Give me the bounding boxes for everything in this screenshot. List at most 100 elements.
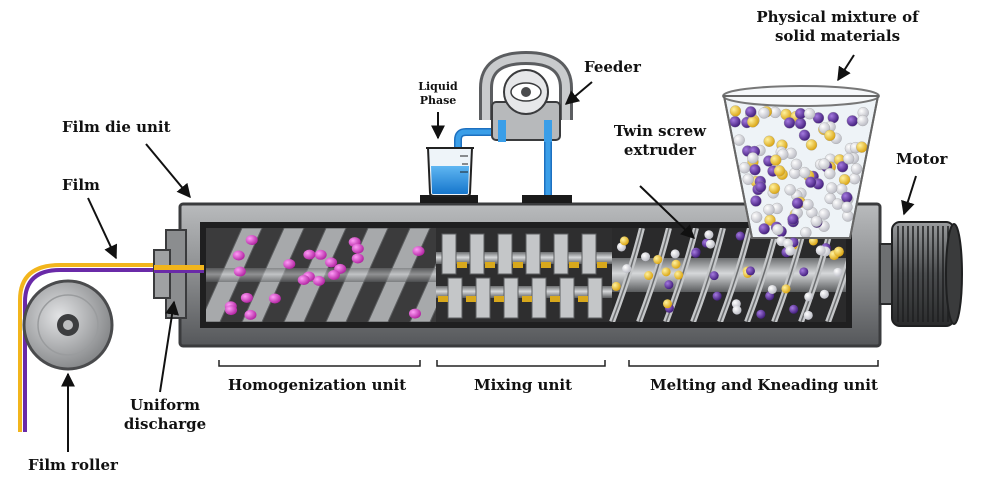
yellow-fill bbox=[550, 296, 560, 302]
yellow-fill bbox=[466, 296, 476, 302]
screw-flight-edge bbox=[692, 228, 724, 322]
hopper-particle bbox=[802, 198, 814, 211]
screw-flight-edge bbox=[719, 228, 751, 322]
hopper-particle bbox=[794, 117, 807, 130]
hopper-particle bbox=[747, 116, 759, 128]
solid-particle bbox=[705, 239, 715, 249]
motor-label: Motor bbox=[896, 150, 948, 168]
hopper-particle bbox=[824, 167, 836, 180]
label-arrows bbox=[61, 54, 917, 452]
hopper-particle bbox=[850, 163, 863, 175]
hopper-particle bbox=[798, 166, 811, 179]
solid-particle bbox=[735, 231, 745, 241]
hopper-particle bbox=[729, 116, 741, 128]
kneading-block bbox=[469, 233, 485, 275]
hopper-particle bbox=[800, 226, 812, 238]
melting-kneading-zone bbox=[609, 228, 846, 322]
solid-particle bbox=[622, 264, 632, 274]
hopper-particle bbox=[738, 162, 751, 174]
hopper-particle bbox=[729, 105, 742, 117]
solid-particle bbox=[803, 310, 813, 320]
hopper-particle bbox=[824, 129, 836, 142]
hopper-particle bbox=[836, 161, 849, 173]
falling-particle bbox=[785, 245, 796, 256]
solid-particle bbox=[704, 230, 714, 240]
hopper-particle bbox=[742, 173, 754, 185]
kneading-block bbox=[525, 233, 541, 275]
screw-flight-edge bbox=[611, 228, 643, 322]
hopper-particle bbox=[768, 182, 781, 195]
hopper-particle bbox=[749, 164, 761, 176]
falling-particle bbox=[815, 245, 826, 256]
yellow-fill bbox=[569, 262, 579, 268]
solid-particle bbox=[661, 267, 671, 277]
twin-screw-label: Twin screw extruder bbox=[606, 122, 714, 160]
hopper-particle bbox=[772, 223, 784, 236]
film-die-head bbox=[153, 229, 204, 319]
kneading-block bbox=[553, 233, 569, 275]
screw-flight-edge bbox=[827, 267, 846, 322]
solid-particle bbox=[804, 292, 814, 302]
magenta-particle bbox=[412, 246, 425, 257]
solid-particle bbox=[644, 270, 654, 280]
hopper-particle bbox=[841, 201, 853, 213]
magenta-particle bbox=[325, 257, 338, 268]
solid-particle bbox=[756, 309, 766, 319]
solid-particle bbox=[819, 289, 829, 299]
uniform-discharge-label: Uniform discharge bbox=[118, 396, 212, 434]
mixing-unit-label: Mixing unit bbox=[474, 376, 572, 394]
kneading-block bbox=[503, 277, 519, 319]
falling-particles bbox=[776, 236, 844, 261]
kneading-block bbox=[497, 233, 513, 275]
peristaltic-pump-icon bbox=[479, 50, 573, 142]
magenta-particle bbox=[297, 275, 310, 286]
film-die-unit-label: Film die unit bbox=[62, 118, 171, 136]
mixing-zone bbox=[436, 228, 612, 322]
liquid-phase-label: Liquid Phase bbox=[410, 80, 466, 108]
solid-particle bbox=[662, 299, 672, 309]
hopper-particle bbox=[846, 115, 858, 127]
solid-particle bbox=[781, 284, 791, 294]
solid-particle bbox=[833, 267, 843, 277]
magenta-particle bbox=[351, 243, 364, 254]
beaker-icon bbox=[426, 147, 474, 197]
magenta-particle bbox=[283, 259, 296, 270]
magenta-particle bbox=[240, 292, 253, 303]
hopper-particle bbox=[810, 215, 823, 227]
film-label: Film bbox=[62, 176, 100, 194]
film bbox=[18, 263, 175, 432]
hopper-particle bbox=[745, 106, 757, 118]
hopper-particle bbox=[754, 181, 767, 193]
hopper-particle bbox=[763, 135, 775, 147]
solid-particle bbox=[745, 266, 755, 276]
physical-mixture-label: Physical mixture of solid materials bbox=[730, 8, 945, 46]
hopper-particle bbox=[787, 213, 799, 225]
solid-particle bbox=[619, 236, 629, 246]
hopper-particle bbox=[784, 184, 796, 196]
falling-particle bbox=[833, 246, 844, 257]
solid-particle bbox=[670, 249, 680, 259]
zone-brackets bbox=[218, 360, 879, 367]
motor-icon bbox=[879, 221, 963, 327]
hopper-particle bbox=[842, 153, 855, 165]
yellow-fill bbox=[578, 296, 588, 302]
physical-mixture-line2: solid materials bbox=[774, 27, 901, 45]
physical-mixture-line1: Physical mixture of bbox=[756, 8, 919, 26]
yellow-fill bbox=[597, 262, 607, 268]
hopper-particle bbox=[750, 211, 763, 223]
hopper-particle bbox=[770, 154, 782, 166]
liquid-phase-line2: Phase bbox=[419, 94, 457, 107]
homogenization-zone bbox=[206, 228, 473, 322]
twin-screw-line1: Twin screw bbox=[613, 122, 707, 140]
magenta-particle bbox=[314, 249, 327, 260]
solid-particle bbox=[767, 284, 777, 294]
hopper-particle bbox=[856, 141, 868, 153]
hopper-particle bbox=[750, 195, 762, 207]
hopper-particle bbox=[758, 107, 770, 119]
solid-particle bbox=[799, 267, 809, 277]
solid-particle bbox=[789, 304, 799, 314]
hopper-particle bbox=[857, 114, 869, 127]
solid-particle bbox=[712, 291, 722, 301]
yellow-fill bbox=[541, 262, 551, 268]
